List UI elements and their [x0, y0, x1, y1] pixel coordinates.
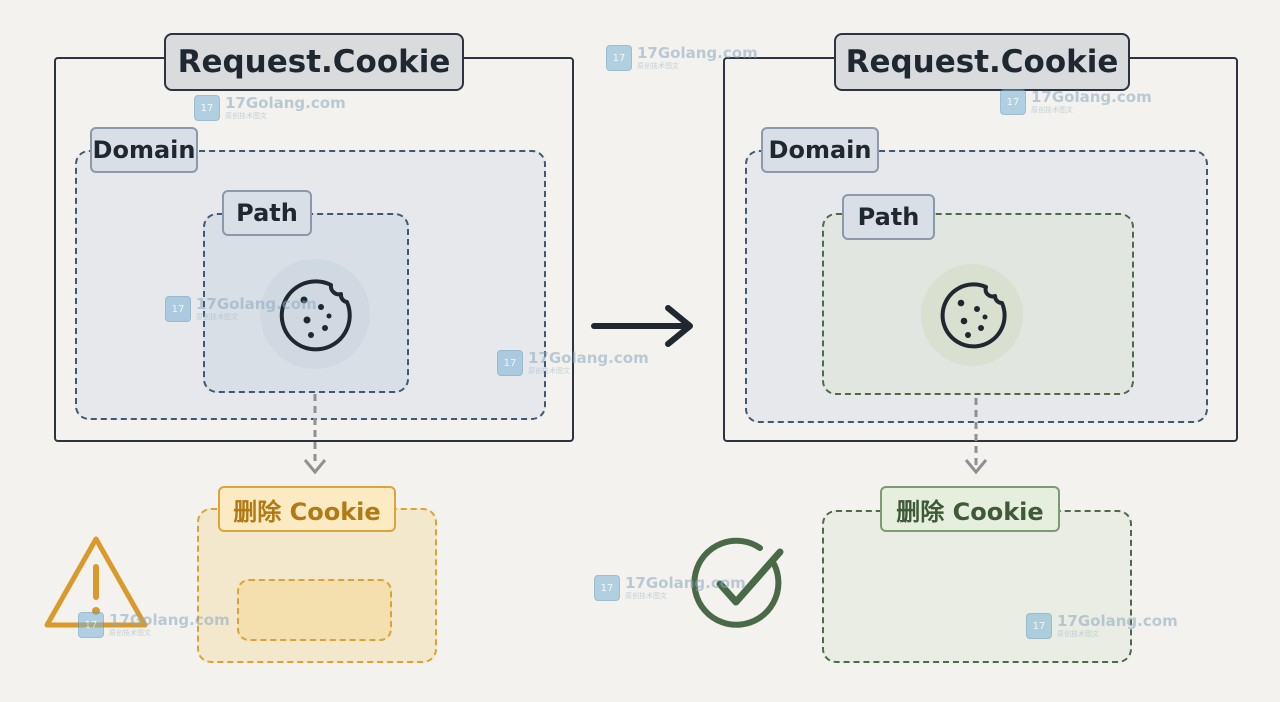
left-remaining-cookie-slot: [237, 579, 392, 641]
left-domain-label: Domain: [90, 127, 198, 173]
watermark-logo-icon: 17: [194, 95, 220, 121]
watermark-text: 17Golang.com: [225, 94, 346, 112]
watermark-text: 17Golang.com: [1031, 88, 1152, 106]
watermark: 17 17Golang.com 原创技术图文: [165, 296, 317, 322]
watermark-text: 17Golang.com: [109, 611, 230, 629]
watermark-subtext: 原创技术图文: [109, 629, 151, 637]
watermark-logo-icon: 17: [1000, 89, 1026, 115]
watermark-text: 17Golang.com: [625, 574, 746, 592]
left-down-arrow-icon: [300, 392, 330, 478]
watermark: 17 17Golang.com 原创技术图文: [1026, 613, 1178, 639]
watermark-subtext: 原创技术图文: [196, 313, 238, 321]
watermark-text: 17Golang.com: [528, 349, 649, 367]
arrow-right-icon: [590, 303, 698, 349]
watermark-text: 17Golang.com: [1057, 612, 1178, 630]
right-path-label: Path: [842, 194, 935, 240]
watermark-logo-icon: 17: [78, 612, 104, 638]
right-cookie-icon: [920, 263, 1024, 367]
watermark: 17 17Golang.com 原创技术图文: [78, 612, 230, 638]
watermark-logo-icon: 17: [1026, 613, 1052, 639]
watermark: 17 17Golang.com 原创技术图文: [194, 95, 346, 121]
left-path-label: Path: [222, 190, 312, 236]
left-delete-cookie-label: 删除 Cookie: [218, 486, 396, 532]
watermark-logo-icon: 17: [594, 575, 620, 601]
watermark-subtext: 原创技术图文: [625, 592, 667, 600]
right-domain-label: Domain: [761, 127, 879, 173]
left-title: Request.Cookie: [164, 33, 464, 91]
watermark: 17 17Golang.com 原创技术图文: [594, 575, 746, 601]
watermark-subtext: 原创技术图文: [528, 367, 570, 375]
watermark-logo-icon: 17: [606, 45, 632, 71]
right-delete-result-region: [822, 510, 1132, 663]
watermark-subtext: 原创技术图文: [225, 112, 267, 120]
right-title: Request.Cookie: [834, 33, 1130, 91]
watermark-subtext: 原创技术图文: [1057, 630, 1099, 638]
right-delete-cookie-label: 删除 Cookie: [880, 486, 1060, 532]
right-down-arrow-icon: [961, 396, 991, 478]
watermark: 17 17Golang.com 原创技术图文: [606, 45, 758, 71]
watermark-subtext: 原创技术图文: [1031, 106, 1073, 114]
watermark: 17 17Golang.com 原创技术图文: [1000, 89, 1152, 115]
watermark-logo-icon: 17: [497, 350, 523, 376]
watermark-text: 17Golang.com: [196, 295, 317, 313]
watermark: 17 17Golang.com 原创技术图文: [497, 350, 649, 376]
watermark-subtext: 原创技术图文: [637, 62, 679, 70]
watermark-logo-icon: 17: [165, 296, 191, 322]
check-circle-icon: [690, 534, 790, 634]
left-cookie-icon: [259, 258, 371, 370]
watermark-text: 17Golang.com: [637, 44, 758, 62]
